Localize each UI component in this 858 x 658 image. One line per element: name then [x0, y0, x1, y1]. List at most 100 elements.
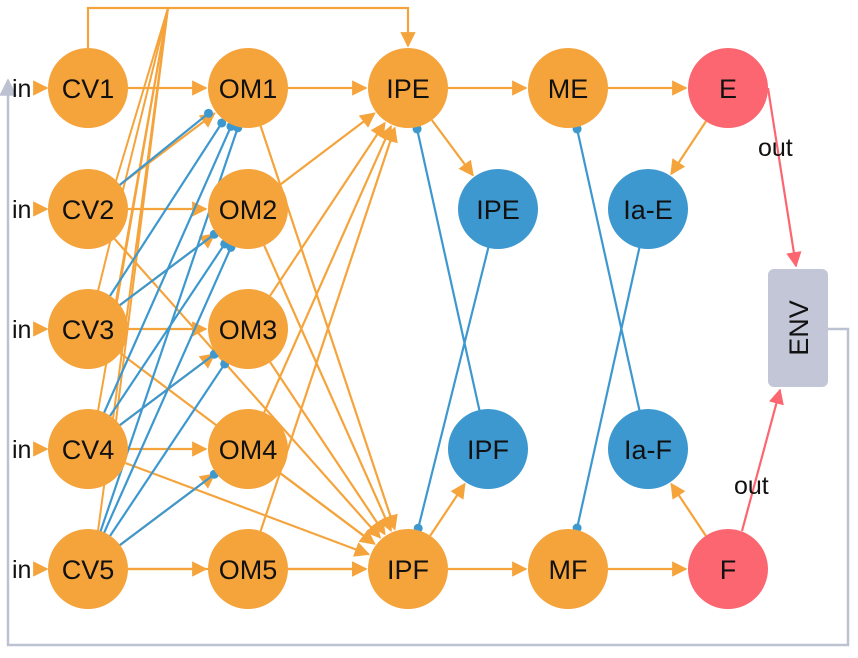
inhibit-ipf_mid-to-ipe_top [416, 128, 481, 413]
node-label: F [720, 555, 737, 585]
node-om3: OM3 [208, 289, 288, 369]
inhibit-cv4-to-om2 [108, 243, 226, 418]
edge-f-to-iaf [670, 482, 707, 537]
inhibit-cv4-to-om3 [117, 353, 216, 428]
edge-cv4-to-ipf_bot [125, 462, 371, 557]
node-cv3: CV3 [48, 289, 128, 369]
node-circle [368, 48, 448, 128]
edge-cv2-to-ipf_bot [113, 238, 382, 539]
inhibit-ipe_mid-to-ipf_bot [417, 245, 490, 529]
node-cv4: CV4 [48, 409, 128, 489]
node-f: F [688, 529, 768, 609]
node-circle [528, 48, 608, 128]
node-circle [48, 169, 128, 249]
node-circle [208, 169, 288, 249]
node-circle [208, 529, 288, 609]
node-label: OM3 [219, 315, 278, 345]
node-om5: OM5 [208, 529, 288, 609]
node-circle [208, 409, 288, 489]
node-label: CV2 [62, 195, 115, 225]
node-label: ME [548, 74, 589, 104]
edge-cv1-to-ipe [86, 6, 416, 48]
node-label: IPE [476, 195, 520, 225]
node-circle [48, 529, 128, 609]
node-label: CV5 [62, 555, 115, 585]
input-label: in [12, 556, 31, 584]
edge-e-to-env [766, 87, 802, 268]
node-label: E [719, 74, 737, 104]
node-om4: OM4 [208, 409, 288, 489]
node-circle [208, 289, 288, 369]
output-label: out [758, 134, 793, 162]
edge-f-to-env [740, 388, 784, 532]
node-circle [208, 48, 288, 128]
input-label: in [12, 196, 31, 224]
node-om1: OM1 [208, 48, 288, 128]
node-circle [48, 289, 128, 369]
node-label: IPE [386, 74, 430, 104]
node-iae: Ia-E [608, 169, 688, 249]
node-me: ME [528, 48, 608, 128]
edge-e-to-iae [670, 120, 707, 176]
node-label: OM4 [219, 435, 278, 465]
node-ipe_mid: IPE [458, 169, 538, 249]
node-cv2: CV2 [48, 169, 128, 249]
node-label: CV4 [62, 435, 115, 465]
labels-layer: in in in in in out out [12, 75, 793, 584]
node-cv5: CV5 [48, 529, 128, 609]
node-ipf_mid: IPF [448, 409, 528, 489]
env-label: ENV [784, 300, 814, 356]
inhibit-iae-to-mf [576, 245, 641, 529]
edge-ipf_bot-to-ipf_mid [429, 482, 466, 537]
edge-om3-to-ipe_top [269, 121, 386, 297]
node-label: OM2 [219, 195, 278, 225]
node-ipf_bot: IPF [368, 529, 448, 609]
input-label: in [12, 75, 31, 103]
node-iaf: Ia-F [608, 409, 688, 489]
input-label: in [12, 436, 31, 464]
inhibit-cv5-to-om4 [117, 473, 216, 548]
edge-om3-to-ipf_bot [269, 361, 386, 536]
node-ipe_top: IPE [368, 48, 448, 128]
inhibit-cv2-to-om1 [117, 112, 210, 187]
edge-om2-to-ipf_bot [263, 245, 393, 533]
edge-ipe_top-to-ipe_mid [430, 119, 474, 177]
node-om2: OM2 [208, 169, 288, 249]
inhibit-cv5-to-om3 [108, 363, 226, 538]
node-circle [48, 409, 128, 489]
edge-om4-to-ipe_top [263, 124, 393, 413]
feedback-loop [0, 78, 850, 647]
node-cv1: CV1 [48, 48, 128, 128]
node-label: OM5 [219, 555, 278, 585]
inhibit-iaf-to-me [576, 128, 641, 413]
edge-om2-to-ipe_top [279, 112, 376, 186]
node-label: OM1 [219, 74, 278, 104]
node-circle [608, 409, 688, 489]
inhibit-terminal [217, 118, 227, 128]
edge-cv-bundle [115, 7, 169, 182]
node-label: Ia-F [624, 435, 672, 465]
node-circle [48, 48, 128, 128]
inhibit-cv3-to-om2 [117, 233, 216, 308]
node-circle [688, 48, 768, 128]
node-label: Ia-E [623, 195, 673, 225]
edge-om4-to-ipf_bot [279, 472, 376, 545]
node-label: CV1 [62, 74, 115, 104]
inhibit-cv3-to-om1 [108, 122, 223, 298]
node-circle [688, 529, 768, 609]
node-circle [608, 169, 688, 249]
node-label: CV3 [62, 315, 115, 345]
node-circle [458, 169, 538, 249]
node-circle [528, 529, 608, 609]
node-e: E [688, 48, 768, 128]
node-label: IPF [467, 435, 509, 465]
output-label: out [734, 472, 769, 500]
env-box: ENV [768, 269, 828, 387]
node-circle [448, 409, 528, 489]
inhibit-terminal [204, 108, 214, 118]
env-rect [768, 269, 828, 387]
node-label: IPF [387, 555, 429, 585]
input-label: in [12, 316, 31, 344]
